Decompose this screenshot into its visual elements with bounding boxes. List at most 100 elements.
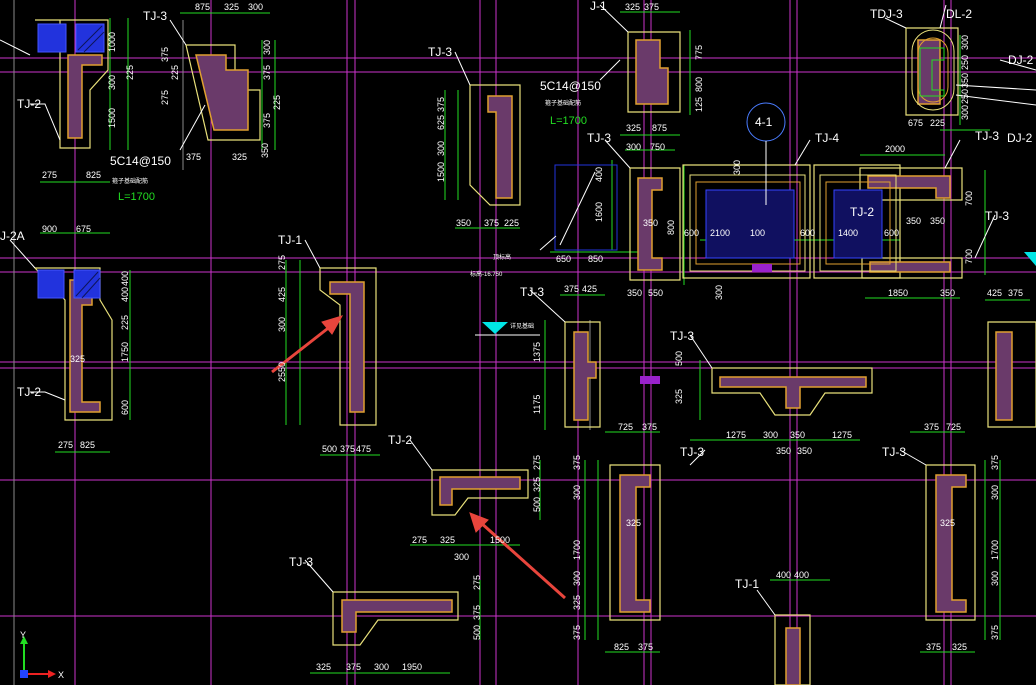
svg-text:375: 375 [436,97,446,112]
member-labels: TJ-3 TJ-2 J-2A TJ-2 TJ-1 TJ-3 TJ-2 TJ-3 … [0,0,1034,591]
svg-text:325: 325 [532,477,542,492]
svg-text:225: 225 [170,65,180,80]
svg-text:750: 750 [650,142,665,152]
svg-text:2100: 2100 [710,228,730,238]
label-tj3-b: TJ-3 [428,45,452,59]
svg-text:500: 500 [674,351,684,366]
svg-text:700: 700 [964,249,974,264]
ucs-y-label: Y [20,630,26,640]
svg-text:500: 500 [322,444,337,454]
svg-text:625: 625 [436,115,446,130]
svg-text:675: 675 [76,224,91,234]
label-j2a: J-2A [0,229,25,243]
foundation-outlines [33,19,1036,685]
svg-text:725: 725 [946,422,961,432]
svg-text:350: 350 [790,430,805,440]
svg-text:400: 400 [594,167,604,182]
svg-text:600: 600 [120,400,130,415]
dim-right: 2000 700 1850 350 425 375 700 675 225 30… [885,35,1023,298]
label-dj2-a: DJ-2 [1008,53,1034,67]
svg-text:1950: 1950 [402,662,422,672]
svg-text:1700: 1700 [572,540,582,560]
svg-text:325: 325 [232,152,247,162]
svg-text:350: 350 [627,288,642,298]
elevation-b: 标高-16.750 [470,270,503,278]
svg-text:350: 350 [960,73,970,88]
svg-text:375: 375 [990,625,1000,640]
svg-text:350: 350 [940,288,955,298]
axis-bubble-label: 4-1 [755,115,773,129]
svg-text:300: 300 [572,571,582,586]
dim-lower: 375 425 1375 1175 725 375 1275 300 350 1… [532,284,1000,652]
svg-text:875: 875 [652,123,667,133]
svg-text:275: 275 [58,440,73,450]
svg-text:300: 300 [714,285,724,300]
svg-text:300: 300 [374,662,389,672]
svg-text:325: 325 [625,2,640,12]
label-tj2-d: TJ-2 [850,205,874,219]
svg-text:375: 375 [262,65,272,80]
svg-text:675: 675 [908,118,923,128]
svg-text:400: 400 [794,570,809,580]
svg-text:325: 325 [70,354,85,364]
svg-text:1175: 1175 [532,395,542,414]
svg-text:300: 300 [990,571,1000,586]
label-dl2: DL-2 [946,7,972,21]
svg-text:300: 300 [626,142,641,152]
svg-text:825: 825 [86,170,101,180]
dim-tj3c: 325 375 300 1950 275 500 375 [316,575,482,672]
svg-text:375: 375 [926,642,941,652]
elevation-marker-triangle [482,322,508,334]
svg-text:300: 300 [454,552,469,562]
label-tj3-c: TJ-3 [289,555,313,569]
svg-text:375: 375 [262,113,272,128]
svg-text:325: 325 [626,518,641,528]
svg-text:325: 325 [572,595,582,610]
svg-text:350: 350 [643,218,658,228]
svg-text:275: 275 [412,535,427,545]
svg-text:475: 475 [356,444,371,454]
svg-text:375: 375 [642,422,657,432]
svg-text:1275: 1275 [726,430,746,440]
red-arrows [271,315,566,600]
dim-tj4: 300 750 400 1600 650 850 350 800 600 210… [556,142,945,300]
svg-text:225: 225 [120,315,130,330]
label-tj3-a: TJ-3 [143,9,167,23]
svg-text:775: 775 [694,45,704,60]
svg-text:275: 275 [42,170,57,180]
svg-text:350: 350 [797,446,812,456]
svg-text:300: 300 [572,485,582,500]
svg-text:900: 900 [42,224,57,234]
svg-text:825: 825 [614,642,629,652]
svg-text:300: 300 [960,35,970,50]
edge-marker-triangle [1024,252,1036,266]
label-tj2-a: TJ-2 [17,97,41,111]
dim-tj3a: 875 325 300 375 225 275 300 375 225 375 … [160,2,282,162]
rebar-length-b: L=1700 [550,115,587,127]
svg-text:375: 375 [346,662,361,672]
svg-text:375: 375 [572,455,582,470]
svg-text:1400: 1400 [838,228,858,238]
svg-text:400: 400 [120,271,130,286]
svg-text:500: 500 [532,497,542,512]
tj4-pit [554,164,897,272]
svg-text:350: 350 [456,218,471,228]
svg-text:500: 500 [472,625,482,640]
dim-j1: 325 375 775 800 125 325 875 [625,2,704,133]
svg-text:300: 300 [990,485,1000,500]
svg-text:600: 600 [884,228,899,238]
svg-text:225: 225 [930,118,945,128]
label-dj2-b: DJ-2 [1007,131,1033,145]
svg-text:375: 375 [644,2,659,12]
svg-text:325: 325 [952,642,967,652]
svg-text:300: 300 [960,105,970,120]
svg-text:725: 725 [618,422,633,432]
svg-text:325: 325 [440,535,455,545]
svg-text:700: 700 [964,191,974,206]
svg-text:375: 375 [572,625,582,640]
svg-text:375: 375 [186,152,201,162]
svg-text:325: 325 [940,518,955,528]
dim-tj2a: 900 675 400 400 225 1750 325 600 275 825 [42,224,130,450]
